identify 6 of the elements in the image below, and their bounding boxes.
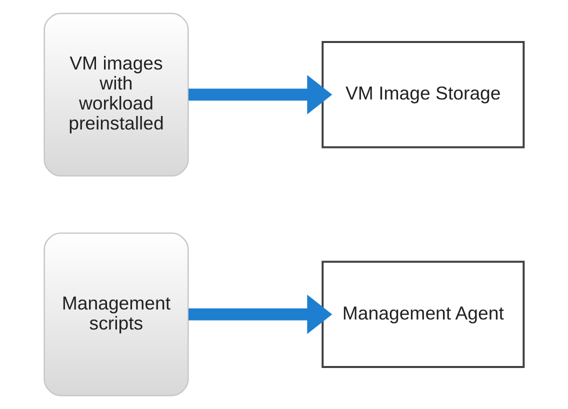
node-box: Management Agent: [322, 260, 525, 368]
arrow: [188, 294, 332, 334]
node-box: VM Image Storage: [322, 41, 525, 148]
node-box: VM images with workload preinstalled: [44, 12, 189, 177]
arrow: [188, 74, 332, 114]
node-box: Management scripts: [44, 232, 189, 396]
